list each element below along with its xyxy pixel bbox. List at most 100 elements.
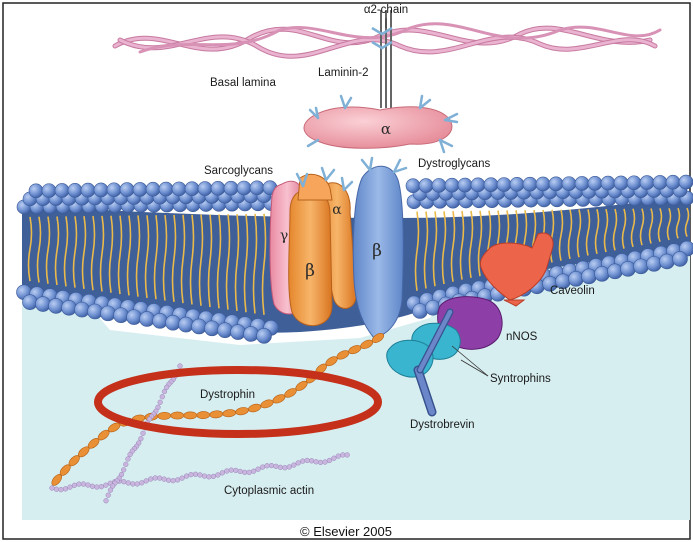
lipid-head	[153, 313, 168, 328]
lipid-head	[621, 261, 636, 276]
actin-monomer	[138, 436, 143, 441]
actin-monomer	[260, 465, 265, 470]
actin-monomer	[144, 478, 149, 483]
lipid-head	[159, 182, 173, 196]
label-basal-lamina: Basal lamina	[210, 77, 276, 89]
lipid-head	[432, 178, 446, 192]
lipid-head	[218, 323, 233, 338]
lipid-head	[62, 300, 77, 315]
lipid-head	[497, 178, 511, 192]
actin-monomer	[318, 460, 323, 465]
actin-monomer	[121, 467, 126, 472]
actin-monomer	[130, 482, 135, 487]
actin-monomer	[336, 454, 341, 459]
actin-monomer	[166, 478, 171, 483]
label-dystroglycans: Dystroglycans	[418, 158, 490, 170]
lipid-head	[101, 306, 116, 321]
greek-alpha-dg: α	[381, 120, 391, 138]
lipid-head	[679, 175, 693, 189]
lipid-head	[601, 176, 615, 190]
lipid-head	[29, 184, 43, 198]
lipid-head	[107, 183, 121, 197]
actin-monomer	[215, 473, 220, 478]
lipid-head	[250, 181, 264, 195]
label-syntrophins: Syntrophins	[490, 373, 551, 385]
actin-monomer	[256, 467, 261, 472]
actin-monomer	[148, 477, 153, 482]
lipid-head	[536, 177, 550, 191]
actin-monomer	[211, 474, 216, 479]
lipid-head	[634, 259, 649, 274]
lipid-head	[582, 269, 597, 284]
actin-monomer	[135, 482, 140, 487]
actin-monomer	[90, 484, 95, 489]
lipid-head	[81, 183, 95, 197]
lipid-head	[133, 182, 147, 196]
actin-monomer	[128, 452, 133, 457]
actin-monomer	[63, 486, 68, 491]
actin-monomer	[345, 453, 350, 458]
lipid-head	[179, 317, 194, 332]
lipid-head	[88, 304, 103, 319]
lipid-head	[127, 310, 142, 325]
lipid-head	[192, 319, 207, 334]
lipid-head	[575, 176, 589, 190]
actin-monomer	[180, 476, 185, 481]
label-sarcoglycans: Sarcoglycans	[204, 165, 273, 177]
actin-monomer	[198, 473, 203, 478]
dystrophin-bead	[184, 412, 197, 419]
lipid-head	[653, 175, 667, 189]
lipid-head	[523, 177, 537, 191]
lipid-head	[146, 182, 160, 196]
lipid-head	[55, 183, 69, 197]
lipid-head	[185, 182, 199, 196]
actin-monomer	[323, 460, 328, 465]
lipid-head	[471, 178, 485, 192]
greek-gamma-sg: γ	[280, 228, 288, 244]
lipid-head	[49, 298, 64, 313]
lipid-head	[588, 176, 602, 190]
actin-monomer	[158, 400, 163, 405]
actin-monomer	[327, 458, 332, 463]
label-laminin: Laminin-2	[318, 67, 369, 79]
lipid-head	[510, 177, 524, 191]
lipid-head	[445, 178, 459, 192]
lipid-head	[595, 266, 610, 281]
actin-monomer	[274, 464, 279, 469]
greek-beta-sg: β	[305, 261, 315, 281]
lipid-head	[257, 328, 272, 343]
actin-monomer	[139, 480, 144, 485]
actin-monomer	[265, 463, 270, 468]
lipid-head	[211, 181, 225, 195]
actin-monomer	[141, 431, 146, 436]
actin-monomer	[175, 477, 180, 482]
lipid-head	[562, 177, 576, 191]
lipid-head	[608, 264, 623, 279]
dystrophin-bead	[197, 411, 210, 419]
actin-monomer	[77, 482, 82, 487]
actin-monomer	[251, 469, 256, 474]
lipid-head	[68, 183, 82, 197]
actin-monomer	[202, 474, 207, 479]
actin-monomer	[59, 487, 64, 492]
lipid-head	[75, 302, 90, 317]
actin-monomer	[269, 463, 274, 468]
actin-monomer	[207, 474, 212, 479]
actin-monomer	[305, 458, 310, 463]
beta-sarcoglycan	[289, 188, 332, 325]
dystrophin-bead	[171, 412, 184, 419]
lipid-head	[231, 325, 246, 340]
lipid-head	[244, 326, 259, 341]
lipid-head	[666, 175, 680, 189]
lipid-head	[224, 181, 238, 195]
actin-monomer	[278, 465, 283, 470]
actin-monomer	[233, 468, 238, 473]
actin-monomer	[81, 482, 86, 487]
actin-monomer	[123, 462, 128, 467]
greek-alpha-sg: α	[332, 202, 342, 218]
actin-monomer	[103, 483, 108, 488]
actin-monomer	[314, 459, 319, 464]
actin-monomer	[86, 483, 91, 488]
actin-monomer	[238, 469, 243, 474]
